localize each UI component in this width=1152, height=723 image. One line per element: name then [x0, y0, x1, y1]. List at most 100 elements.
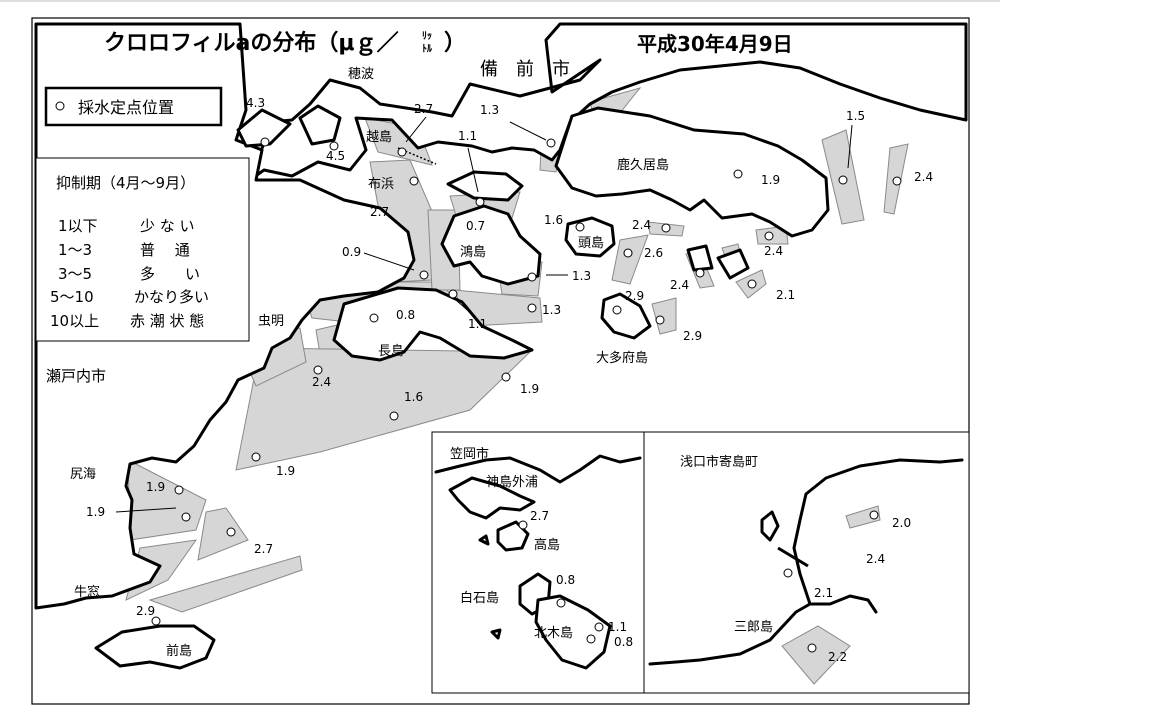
scale-range: 1以下: [58, 217, 98, 235]
stations: [151, 137, 902, 626]
value-label: 1.9: [276, 464, 295, 478]
value-label: 0.8: [614, 635, 633, 649]
zone-kashira-east: [611, 234, 649, 285]
value-label: 2.7: [254, 542, 273, 556]
land-islet-hoba: [236, 108, 292, 148]
place-kitagi: 北木島: [534, 626, 573, 641]
scale-range: 10以上: [50, 312, 99, 330]
place-koshijima: 越島: [366, 130, 392, 145]
scale-range: 1～3: [58, 241, 92, 259]
scale-range: 3～5: [58, 265, 92, 283]
land-maejima: [94, 624, 216, 670]
land-islet-e1: [716, 248, 750, 280]
scale-label: 赤 潮 状 態: [130, 312, 204, 330]
value-label: 2.9: [625, 289, 644, 303]
title-close: ）: [444, 31, 466, 56]
scale-label: 普 通: [140, 241, 190, 259]
value-label: 4.3: [246, 96, 265, 110]
land-kanagashima: [440, 204, 542, 286]
place-hoba: 穂波: [348, 67, 374, 82]
inset-left-city: 笠岡市: [450, 446, 489, 462]
boundary-dotted: [397, 147, 437, 165]
place-kashirajima: 頭島: [578, 236, 604, 251]
value-label: 2.4: [312, 375, 331, 389]
place-maejima: 前島: [166, 643, 192, 659]
place-shiraishi: 白石島: [460, 590, 499, 606]
value-label: 2.1: [814, 586, 833, 600]
place-nunohama: 布浜: [368, 177, 394, 192]
value-label: 2.2: [828, 650, 847, 664]
value-label: 2.4: [866, 552, 885, 566]
place-saburo: 三郎島: [734, 620, 773, 635]
place-kounoshima: 神島外浦: [486, 475, 538, 490]
value-label: 1.3: [480, 103, 499, 117]
value-label: 1.6: [544, 213, 563, 227]
zone-ushimado: [148, 555, 303, 613]
place-shiriumi: 尻海: [70, 467, 96, 482]
value-label: 4.5: [326, 149, 345, 163]
value-label: 1.5: [846, 109, 865, 123]
value-label: 0.8: [556, 573, 575, 587]
value-label: 1.1: [608, 620, 627, 634]
land-bizen-mainland: [248, 22, 968, 182]
zone-shiriumi: [127, 459, 207, 541]
map-title: クロロフィルaの分布（μｇ／ ﾘｯ ﾄﾙ ）: [104, 30, 466, 56]
value-label: 0.9: [342, 245, 361, 259]
legend-station-icon: [55, 101, 65, 111]
value-label: 0.7: [466, 219, 485, 233]
value-label: 1.9: [146, 480, 165, 494]
map-frame: [31, 17, 970, 705]
place-bizen: 備 前 市: [480, 59, 570, 80]
place-takashima: 高島: [534, 537, 560, 553]
land-islet-north: [446, 170, 524, 202]
land-islet-w2: [298, 104, 342, 146]
land-islet-e2: [686, 244, 714, 272]
value-label: 1.9: [520, 382, 539, 396]
legend-period-title: 抑制期（4月～9月）: [56, 174, 195, 192]
place-kakuijima: 鹿久居島: [617, 157, 669, 173]
place-mushiage: 虫明: [258, 314, 284, 329]
value-label: 1.1: [468, 317, 487, 331]
title-unit-bottom: ﾄﾙ: [422, 43, 433, 55]
value-label: 2.0: [892, 516, 911, 530]
zone-oodafu-east: [651, 297, 677, 335]
scale-label: 少 な い: [140, 217, 195, 235]
value-label: 2.6: [644, 246, 663, 260]
land-oodafu: [600, 292, 652, 340]
value-label: 2.4: [632, 218, 651, 232]
zone-shiriumi-east: [197, 507, 249, 561]
value-label: 2.7: [414, 102, 433, 116]
place-setouchi: 瀬戸内市: [46, 367, 106, 385]
station-values: 4.3 4.5 2.7 1.3 1.1 1.5 2.4 1.9 2.7 0.7 …: [86, 96, 933, 618]
value-label: 1.3: [542, 303, 561, 317]
survey-date: 平成30年4月9日: [637, 32, 793, 56]
place-nagashima: 長島: [378, 344, 404, 359]
value-label: 2.7: [530, 509, 549, 523]
title-text: クロロフィルaの分布（μｇ／: [104, 30, 399, 56]
scale-label: かなり多い: [134, 288, 209, 306]
scale-range: 5～10: [50, 288, 94, 306]
value-label: 2.4: [764, 244, 783, 258]
value-label: 1.6: [404, 390, 423, 404]
value-label: 1.3: [572, 269, 591, 283]
leader-lines: [115, 116, 853, 513]
legend-station: 採水定点位置: [44, 86, 223, 127]
scale-label: 多 い: [140, 265, 200, 283]
title-unit-top: ﾘｯ: [422, 30, 432, 42]
value-label: 2.9: [136, 604, 155, 618]
value-label: 1.9: [761, 173, 780, 187]
value-label: 2.9: [683, 329, 702, 343]
place-oodafu: 大多府島: [596, 350, 648, 366]
inset-right-city: 浅口市寄島町: [680, 454, 758, 470]
value-label: 2.4: [914, 170, 933, 184]
place-names: 穂波 備 前 市 越島 布浜 頭島 鴻島 鹿久居島 虫明 長島 瀬戸内市 大多府…: [46, 59, 669, 659]
value-label: 1.9: [86, 505, 105, 519]
value-label: 2.1: [776, 288, 795, 302]
value-label: 1.1: [458, 129, 477, 143]
value-label: 0.8: [396, 308, 415, 322]
value-label: 2.7: [370, 205, 389, 219]
land-kakuijima: [554, 106, 830, 238]
inset-kasaoka: 笠岡市 神島外浦 高島 白石島 北木島 2.7 0.8 1.1 0.8: [431, 431, 645, 694]
legend-station-label: 採水定点位置: [78, 98, 174, 117]
